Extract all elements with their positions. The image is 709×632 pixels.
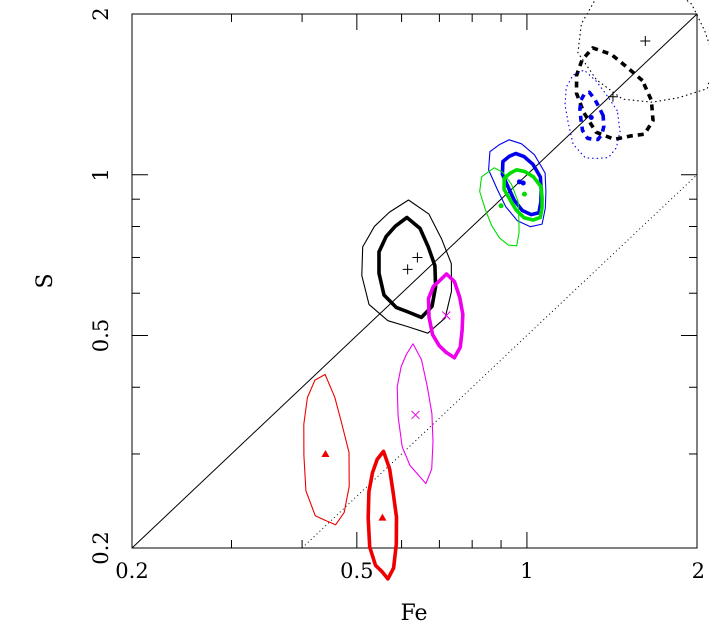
y-axis-title: S — [33, 273, 58, 288]
confidence-contour-thin — [479, 167, 520, 247]
x-axis-title: Fe — [400, 601, 427, 626]
plus-marker — [640, 36, 651, 47]
plot-frame — [131, 13, 698, 549]
y-tick-label: 2 — [89, 7, 113, 20]
data-marks — [303, 0, 709, 581]
y-tick-label: 0.5 — [89, 319, 113, 352]
confidence-contour-thin — [396, 343, 434, 485]
confidence-contour-thin — [488, 139, 547, 228]
dot-marker — [516, 179, 522, 185]
cross-marker — [411, 410, 420, 420]
confidence-contour-thick — [366, 449, 399, 581]
confidence-contour-dashed — [578, 90, 606, 142]
cross-marker — [441, 311, 451, 320]
x-tick-label: 1 — [520, 559, 533, 583]
dot-marker — [521, 191, 527, 197]
x-tick-label: 0.2 — [115, 559, 148, 583]
dot-marker — [588, 114, 594, 120]
confidence-contour-dashed — [574, 46, 655, 142]
triangle-marker — [378, 513, 387, 521]
dot-marker — [498, 203, 504, 209]
plus-marker — [412, 252, 423, 263]
tick-marks — [131, 13, 698, 549]
confidence-contour-dotted — [564, 69, 621, 159]
reference-line-unity — [131, 13, 698, 549]
x-tick-label: 0.5 — [340, 559, 373, 583]
x-tick-label: 2 — [692, 559, 705, 583]
tick-labels: 0.2 0.5 1 2 0.2 0.5 1 2 — [89, 7, 705, 583]
y-tick-label: 0.2 — [89, 531, 113, 564]
reference-lines — [131, 13, 698, 549]
plus-marker — [402, 264, 413, 275]
y-tick-label: 1 — [89, 168, 113, 181]
reference-line-half — [301, 174, 698, 549]
dot-marker — [520, 180, 526, 186]
triangle-marker — [321, 449, 330, 457]
plus-marker — [607, 91, 618, 102]
confidence-contour-thin — [303, 373, 350, 526]
confidence-contour-thin — [361, 199, 453, 334]
confidence-contour-thick — [502, 168, 544, 222]
confidence-contour-thick — [426, 272, 465, 360]
